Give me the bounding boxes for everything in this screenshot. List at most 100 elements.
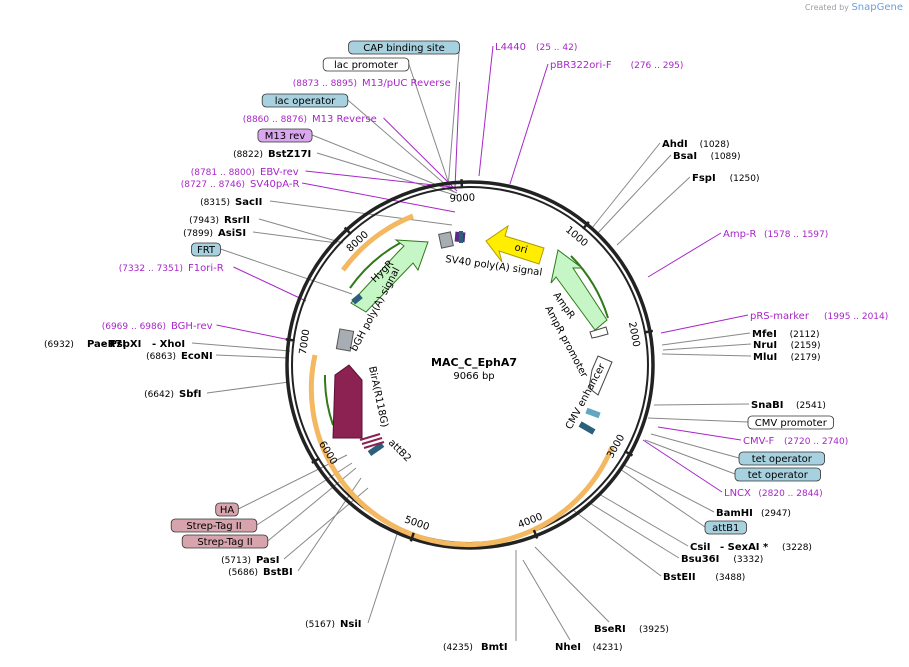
enzyme-position: (5686)	[228, 568, 258, 578]
enzyme-label-r20[interactable]: BstEII(3488)	[663, 572, 745, 583]
leader-line	[216, 324, 291, 341]
enzyme-label-17[interactable]: (6642) SbfI	[144, 389, 201, 400]
leader-line	[522, 559, 571, 641]
enzyme-name: RsrII	[224, 215, 250, 226]
enzyme-label-r9[interactable]: MluI(2179)	[753, 352, 821, 363]
primer-range: (8781 .. 8800)	[191, 168, 255, 178]
leader-line	[301, 182, 456, 213]
orf-hygR-arc	[340, 213, 414, 272]
primer-label-r1[interactable]: pBR322ori-F(276 .. 295)	[550, 60, 683, 71]
primer-name: Amp-R	[723, 229, 757, 240]
primer-label-r12[interactable]: CMV-F(2720 .. 2740)	[743, 436, 848, 447]
enzyme-position: (5713)	[221, 556, 251, 566]
enzyme-label-11[interactable]: (7899)AsiSI	[183, 228, 246, 239]
enzyme-label-r7[interactable]: MfeI(2112)	[752, 329, 820, 340]
leader-line	[642, 439, 723, 493]
enzyme-label-r18[interactable]: CsiI- SexAI *(3228)	[690, 542, 812, 553]
feature-label-r14-box	[734, 467, 821, 482]
tick-label: 6000	[316, 439, 339, 466]
enzyme-position: (6642)	[144, 390, 174, 400]
feature-label-18[interactable]: HA	[215, 502, 239, 517]
primer-name: LNCX	[724, 488, 751, 499]
snapgene-watermark: Created by SnapGene	[805, 2, 903, 13]
enzyme-label-6[interactable]: (8822)BstZ17I	[233, 149, 311, 160]
enzyme-label-15[interactable]: (6932)PaeR7I- PspXI- XhoI	[44, 339, 185, 350]
leader-line	[454, 81, 460, 189]
leader-line	[596, 154, 672, 235]
enzyme-position: (8315)	[200, 198, 230, 208]
enzyme-label-r19[interactable]: Bsu36I(3332)	[681, 554, 763, 565]
enzyme-label-r16[interactable]: BamHI(2947)	[716, 508, 791, 519]
enzyme-label-r10[interactable]: SnaBI(2541)	[751, 400, 826, 411]
enzyme-name: SbfI	[179, 389, 201, 400]
attB2-marker	[367, 441, 385, 457]
enzyme-label-r2[interactable]: AhdI(1028)	[662, 139, 730, 150]
primer-range: (6969 .. 6986)	[102, 322, 166, 332]
leader-line	[252, 231, 338, 244]
snapgene-logo: SnapGene	[851, 2, 903, 13]
primer-label-r6[interactable]: pRS-marker(1995 .. 2014)	[750, 311, 888, 322]
annotation-labels: CAP binding site lac promoter (8873 .. 889…	[44, 40, 888, 653]
feature-label-0-text: CAP binding site	[363, 43, 445, 54]
leader-line	[653, 403, 750, 406]
enzyme-position: (6932)	[44, 340, 74, 350]
primer-label-13[interactable]: (7332 .. 7351)F1ori-R	[119, 263, 224, 274]
enzyme-label-r21[interactable]: BseRI(3925)	[594, 624, 669, 635]
enzyme-label-9[interactable]: (8315)SacII	[200, 197, 262, 208]
feature-label-12[interactable]: FRT	[191, 242, 221, 257]
leader-line	[367, 527, 400, 624]
primer-name: BGH-rev	[171, 321, 213, 332]
primer-label-14[interactable]: (6969 .. 6986) BGH-rev	[102, 321, 213, 332]
feature-label-20[interactable]: Strep-Tag II	[181, 534, 269, 549]
enzyme-label-10[interactable]: (7943) RsrII	[189, 215, 250, 226]
feature-label-r17[interactable]: attB1	[704, 520, 747, 535]
enzyme-label-r23[interactable]: (4235)BmtI	[443, 642, 508, 653]
birA-stripes	[359, 433, 385, 449]
primer-name: EBV-rev	[260, 167, 299, 178]
feature-label-19[interactable]: Strep-Tag II	[170, 518, 258, 533]
leader-line	[408, 63, 452, 191]
enzyme-name: SnaBI	[751, 400, 783, 411]
enzyme-position: (1089)	[711, 152, 741, 162]
feature-label-3[interactable]: lac operator	[261, 93, 349, 108]
enzyme-label-21[interactable]: (5713)PasI	[221, 555, 279, 566]
primer-label-r5[interactable]: Amp-R(1578 .. 1597)	[723, 229, 828, 240]
enzyme-label-23[interactable]: (5167)NsiI	[305, 619, 361, 630]
enzyme-position: (1250)	[730, 174, 760, 184]
enzyme-label-r8[interactable]: NruI(2159)	[753, 340, 821, 351]
primer-label-7[interactable]: (8781 .. 8800) EBV-rev	[191, 167, 299, 178]
feature-attB2-label: attB2	[386, 437, 413, 464]
leader-line	[647, 232, 722, 278]
feature-label-1[interactable]: lac promoter	[322, 57, 410, 72]
tick-mark	[409, 532, 415, 542]
feature-label-r14[interactable]: tet operator	[734, 467, 821, 482]
feature-label-5[interactable]: M13 rev	[257, 128, 313, 143]
enzyme-label-r22[interactable]: NheI(4231)	[555, 642, 623, 653]
feature-label-r13[interactable]: tet operator	[738, 451, 825, 466]
enzyme-position: (5167)	[305, 620, 335, 630]
enzyme-label-r4[interactable]: FspI(1250)	[692, 173, 760, 184]
feature-label-r11[interactable]: CMV promoter	[747, 415, 834, 430]
feature-label-18-box	[215, 502, 239, 517]
leader-line	[220, 248, 353, 295]
primer-label-4[interactable]: (8860 .. 8876)M13 Reverse	[243, 114, 377, 125]
enzyme-name: AhdI	[662, 139, 688, 150]
enzyme-label-22[interactable]: (5686)BstBI	[228, 567, 293, 578]
primer-range: (8873 .. 8895)	[293, 79, 357, 89]
feature-label-0[interactable]: CAP binding site	[348, 40, 460, 55]
feature-label-3-text: lac operator	[275, 96, 336, 107]
enzyme-position: (8822)	[233, 150, 263, 160]
primer-label-r15[interactable]: LNCX(2820 .. 2844)	[724, 488, 823, 499]
primer-name: M13/pUC Reverse	[362, 78, 451, 89]
primer-label-r0[interactable]: L4440(25 .. 42)	[495, 42, 577, 53]
enzyme-name: MfeI	[752, 329, 777, 340]
enzyme-label-r3[interactable]: BsaI(1089)	[673, 151, 741, 162]
primer-label-8[interactable]: (8727 .. 8746)SV40pA-R	[181, 179, 300, 190]
leader-line	[647, 417, 749, 423]
attB1-marker	[578, 421, 596, 435]
primer-label-2[interactable]: (8873 .. 8895) M13/pUC Reverse	[293, 78, 451, 89]
backbone-outer	[285, 180, 655, 550]
feature-label-20-text: Strep-Tag II	[197, 537, 252, 548]
enzyme-label-16[interactable]: (6863)EcoNI	[146, 351, 213, 362]
enzyme-position: (7943)	[189, 216, 219, 226]
